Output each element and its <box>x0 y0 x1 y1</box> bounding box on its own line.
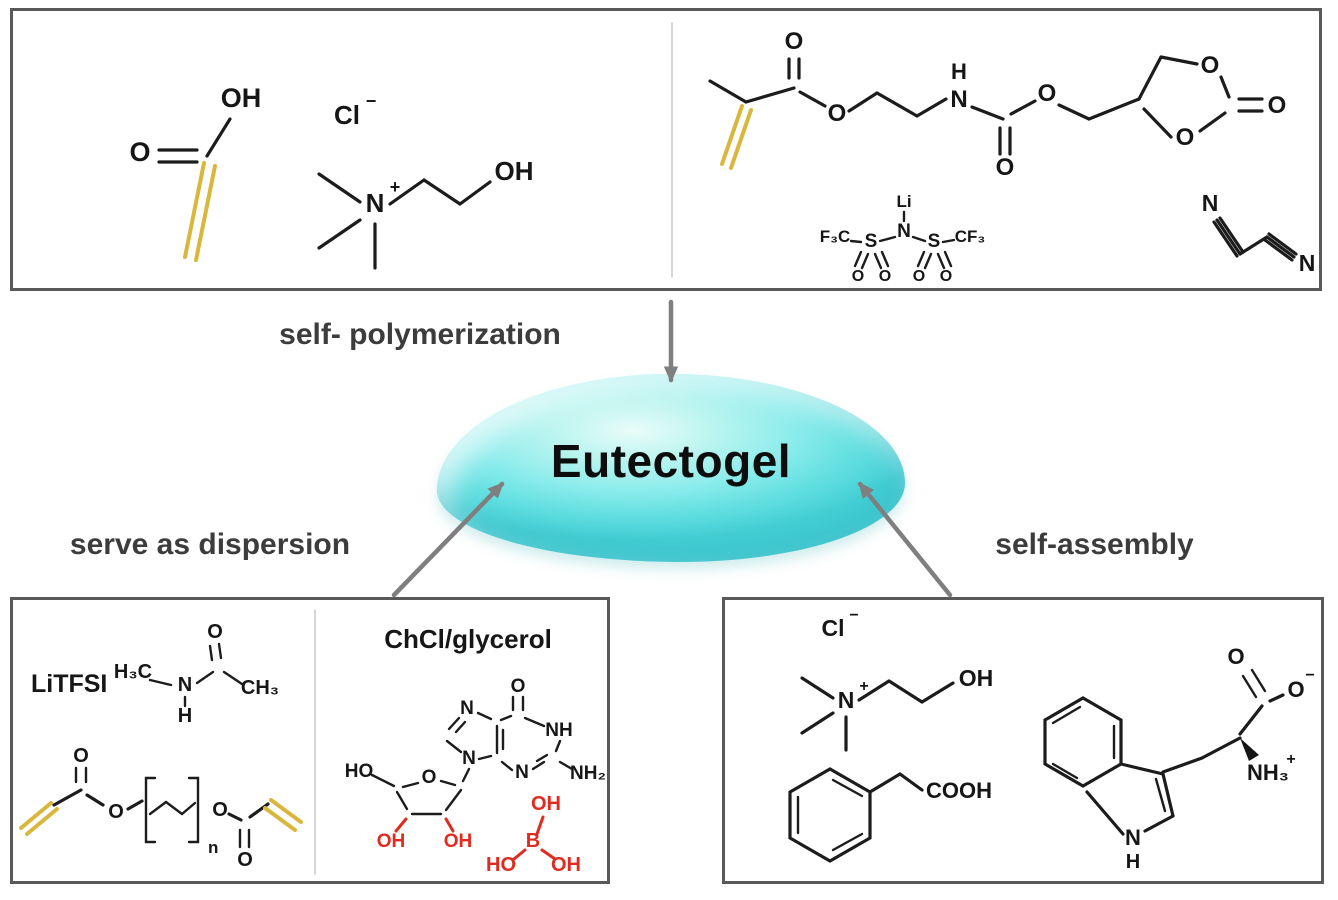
self-assembly-label: self-assembly <box>995 528 1194 561</box>
atom-label-n: N <box>366 188 385 218</box>
atom-label-o-ester-left: O <box>108 801 124 823</box>
atom-label-h: H <box>1126 851 1140 873</box>
atom-label-n: N <box>1125 825 1141 850</box>
charge-plus: + <box>390 177 401 197</box>
atom-label-n3: N <box>515 762 529 783</box>
charge-minus: − <box>366 91 377 111</box>
chcl-glycerol-label: ChCl/glycerol <box>384 624 552 654</box>
atom-label-o4: O <box>940 268 952 285</box>
atom-label-cl: Cl <box>334 100 360 130</box>
atom-label-oh: OH <box>495 156 534 186</box>
choline-chloride-structure: Cl − N + OH <box>800 607 994 752</box>
group-label-ho: HO <box>345 761 374 782</box>
atom-label-h: H <box>178 705 192 727</box>
atom-label-n: N <box>897 221 911 242</box>
atom-label-b: B <box>526 830 540 852</box>
atom-label-o2: O <box>879 268 891 285</box>
atom-label-n-top: N <box>1202 190 1219 216</box>
group-label-h3c: H₃C <box>114 661 152 683</box>
succinonitrile-structure: N N <box>1202 190 1316 276</box>
self-assembly-panel-drawing: Cl − N + OH COOH <box>788 607 1315 873</box>
dispersion-panel-drawing: LiTFSI O H₃C N CH₃ H O O <box>19 609 606 876</box>
atom-label-oh: OH <box>959 665 994 691</box>
group-label-oh-right: OH <box>551 854 581 876</box>
group-label-oh-top: OH <box>531 793 561 815</box>
subscript-n: n <box>208 838 218 857</box>
atom-label-o-ring: O <box>422 767 437 788</box>
charge-plus: + <box>859 678 868 695</box>
n-methylacetamide-structure: O H₃C N CH₃ H <box>114 621 279 727</box>
dispersion-panel: LiTFSI O H₃C N CH₃ H O O <box>10 597 610 884</box>
atom-label-oh: OH <box>221 83 262 113</box>
atom-label-o-ester-right: O <box>212 799 228 821</box>
atom-label-n: N <box>838 687 855 713</box>
atom-label-o: O <box>511 676 526 697</box>
atom-label-o1: O <box>852 268 864 285</box>
atom-label-o-link: O <box>1038 80 1057 107</box>
atom-label-o3: O <box>913 268 925 285</box>
atom-label-o-ester: O <box>828 100 847 127</box>
atom-label-s-right: S <box>928 231 941 252</box>
atom-label-o-carbamate: O <box>996 154 1015 181</box>
group-label-nh: NH <box>545 720 572 741</box>
group-label-nh2: NH₂ <box>570 763 606 784</box>
group-label-ho: HO <box>486 854 516 876</box>
atom-label-n: N <box>950 86 967 113</box>
eutectogel-blob: Eutectogel <box>437 374 905 562</box>
atom-label-o: O <box>129 137 150 167</box>
boric-acid-structure: OH B HO OH <box>486 793 581 876</box>
eutectogel-title: Eutectogel <box>550 435 792 487</box>
group-label-nh3: NH₃ <box>1247 760 1289 785</box>
self-polymerization-label: self- polymerization <box>279 318 561 351</box>
serve-as-dispersion-label: serve as dispersion <box>69 528 351 561</box>
atom-label-cl: Cl <box>822 615 845 641</box>
atom-label-n: N <box>178 674 192 696</box>
atom-label-o-carbonyl: O <box>785 28 804 55</box>
group-label-cf3: CF₃ <box>955 227 986 246</box>
atom-label-n7: N <box>460 698 474 719</box>
charge-plus: + <box>1286 751 1295 768</box>
monomer-panel: OH O Cl − N + OH O <box>10 8 1322 291</box>
litfsi-salt-structure: Li N F₃C S S CF₃ O O O O <box>820 192 986 285</box>
atom-label-n-bottom: N <box>1299 250 1316 276</box>
choline-chloride-structure: Cl − N + OH <box>317 91 534 270</box>
group-label-f3c: F₃C <box>820 227 851 246</box>
monomer-panel-drawing: OH O Cl − N + OH O <box>129 22 1316 285</box>
self-assembly-panel: Cl − N + OH COOH <box>722 597 1324 884</box>
group-label-cooh: COOH <box>926 778 992 803</box>
charge-minus: − <box>1305 667 1314 684</box>
atom-label-li: Li <box>896 192 911 211</box>
atom-label-o-exo: O <box>1268 92 1287 119</box>
atom-label-o: O <box>1227 644 1244 669</box>
atom-label-o-carbonyl-left: O <box>73 745 89 767</box>
acrylic-acid-structure: OH O <box>129 83 262 262</box>
atom-label-h: H <box>951 59 967 84</box>
litfsi-name-label: LiTFSI <box>31 670 107 698</box>
charge-minus: − <box>849 607 858 624</box>
atom-label-s-left: S <box>865 231 878 252</box>
group-label-ch3: CH₃ <box>241 677 279 699</box>
group-label-oh-right: OH <box>444 831 473 852</box>
atom-label-n9: N <box>462 748 476 769</box>
atom-label-o-minus: O <box>1287 677 1304 702</box>
tryptophan-structure: N H NH₃ + O O − <box>1043 644 1315 873</box>
phenylacetic-acid-structure: COOH <box>788 767 992 863</box>
group-label-oh-left: OH <box>377 831 406 852</box>
atom-label-o-carbonyl-right: O <box>237 849 253 871</box>
carbamate-monomer-structure: O O N H O O O O O <box>708 28 1287 181</box>
atom-label-o-ring-top: O <box>1201 52 1220 79</box>
peg-diacrylate-structure: O O n O O <box>19 745 303 871</box>
atom-label-o: O <box>207 621 223 643</box>
guanosine-structure: O NH NH₂ N N N O <box>345 676 606 852</box>
atom-label-o-ring-bottom: O <box>1176 124 1195 151</box>
